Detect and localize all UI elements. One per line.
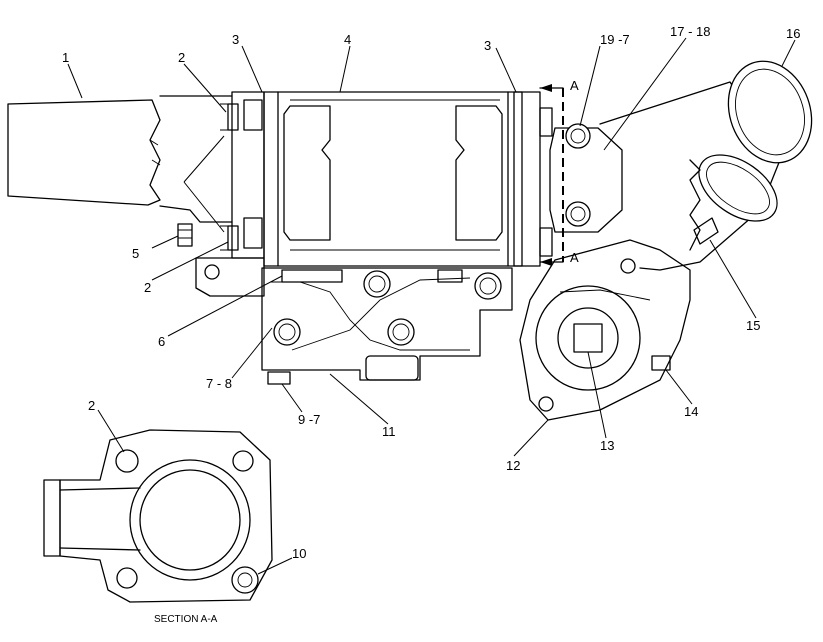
bolt-group-lower-left <box>267 269 502 385</box>
pump-flange <box>519 239 691 421</box>
callout-labels: 1 2 2 2 3 3 4 5 6 7 - 8 9 -7 10 11 12 13… <box>62 24 800 561</box>
drain-fitting-15 <box>693 217 719 245</box>
leader-lines <box>67 37 796 575</box>
callout-13: 13 <box>600 438 614 453</box>
section-mark-top: A <box>570 78 579 93</box>
bolt-5 <box>177 223 193 247</box>
callout-14: 14 <box>684 404 698 419</box>
callout-3-right: 3 <box>484 38 491 53</box>
callout-2-bottom: 2 <box>144 280 151 295</box>
callout-10: 10 <box>292 546 306 561</box>
lower-bracket <box>195 257 265 297</box>
callout-4: 4 <box>344 32 351 47</box>
section-mark-bottom: A <box>570 250 579 265</box>
inlet-tube <box>7 95 233 223</box>
callout-11: 11 <box>382 424 396 439</box>
callout-2-section: 2 <box>88 398 95 413</box>
callout-16: 16 <box>786 26 800 41</box>
callout-19-7: 19 -7 <box>600 32 630 47</box>
right-flange-bolts <box>539 107 553 257</box>
callout-15: 15 <box>746 318 760 333</box>
outlet-elbow <box>599 60 813 271</box>
callout-1: 1 <box>62 50 69 65</box>
callout-7-8: 7 - 8 <box>206 376 232 391</box>
section-cut-line: A A <box>539 78 579 266</box>
section-view: SECTION A-A <box>43 429 273 625</box>
section-caption: SECTION A-A <box>154 614 218 625</box>
thermostat-housing-body <box>263 91 541 267</box>
callout-5: 5 <box>132 246 139 261</box>
cover-plate <box>549 123 623 233</box>
callout-3-left: 3 <box>232 32 239 47</box>
callout-17-18: 17 - 18 <box>670 24 710 39</box>
left-flange <box>220 91 265 259</box>
callout-9-7: 9 -7 <box>298 412 320 427</box>
callout-6: 6 <box>158 334 165 349</box>
callout-2-top: 2 <box>178 50 185 65</box>
callout-12: 12 <box>506 458 520 473</box>
